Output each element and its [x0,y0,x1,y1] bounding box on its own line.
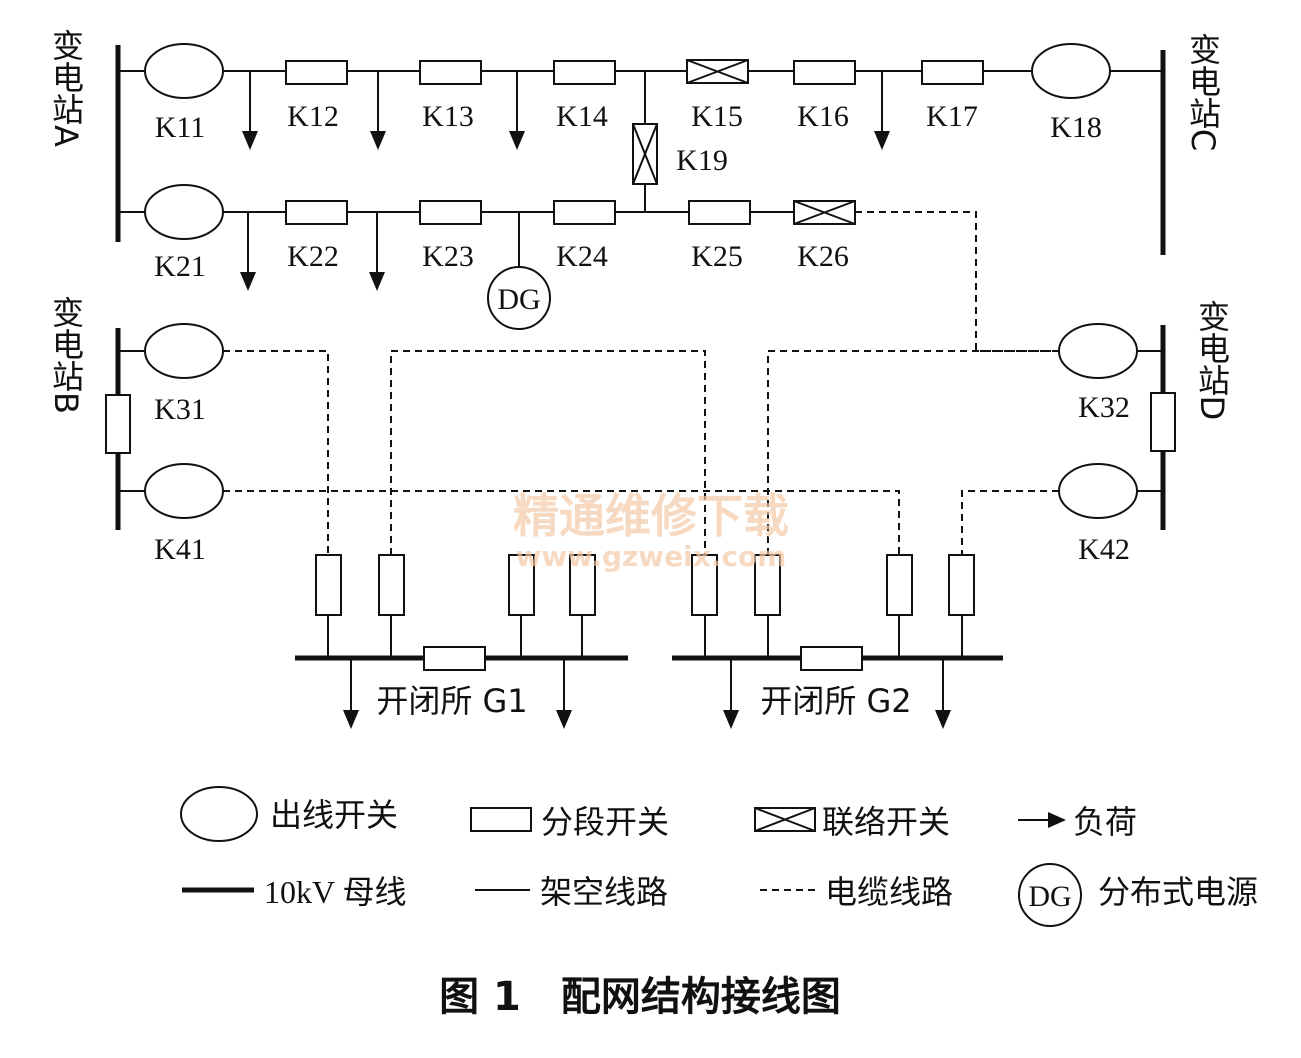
load-arrow [723,658,739,729]
station-b-label: 变电站B [47,296,85,414]
load-arrow [242,71,258,150]
g2-feeder-switch-4[interactable] [948,554,975,616]
k13-section-switch[interactable] [419,60,482,85]
label-k25: K25 [691,240,743,273]
switch-labels: K11 K12 K13 K14 K15 K16 K17 K18 K19 K21 … [154,100,1130,566]
k11-outgoing-switch[interactable] [144,43,224,99]
label-k15: K15 [691,100,743,133]
label-k31: K31 [154,393,206,426]
g2-label: 开闭所 G2 [760,682,911,720]
legend-bus-label: 10kV 母线 [264,874,407,910]
legend-tie-switch-label: 联络开关 [822,803,950,841]
station-d-bus-section-switch[interactable] [1150,392,1176,452]
k15-tie-switch[interactable] [686,59,749,84]
label-k42: K42 [1078,533,1130,566]
label-k11: K11 [155,111,206,144]
legend-dg-symbol-text: DG [1028,880,1071,913]
k25-section-switch[interactable] [688,200,751,225]
load-arrow [509,71,525,150]
legend-distributed-source-label: 分布式电源 [1098,873,1258,911]
station-a-label: 变电站A [47,29,85,147]
k16-section-switch[interactable] [793,60,856,85]
label-k23: K23 [422,240,474,273]
legend-outgoing-switch-label: 出线开关 [270,796,398,834]
g2-feeders [691,554,975,671]
figure-caption: 图 1 配网结构接线图 [439,974,841,1020]
load-arrow [935,658,951,729]
label-k32: K32 [1078,391,1130,424]
legend-tie-switch-symbol [754,807,816,832]
legend-section-switch-symbol [470,807,532,832]
legend-overhead-line-label: 架空线路 [540,873,668,911]
k31-outgoing-switch[interactable] [144,323,224,379]
k21-outgoing-switch[interactable] [144,184,224,240]
station-b-bus-section-switch[interactable] [105,394,131,454]
load-arrow [369,212,385,291]
g2-feeder-switch-2[interactable] [754,554,781,616]
legend-load-label: 负荷 [1073,803,1137,841]
legend-cable-line-label: 电缆线路 [825,873,953,911]
cable-k26-to-k32 [855,211,1059,352]
label-k16: K16 [797,100,849,133]
k17-section-switch[interactable] [921,60,984,85]
k22-section-switch[interactable] [285,200,348,225]
k26-tie-switch[interactable] [793,200,856,225]
g2-feeder-switch-3[interactable] [886,554,913,616]
g2-feeder-switch-1[interactable] [691,554,718,616]
watermark-title: 精通维修下载 [513,489,789,543]
g1-feeder-switch-2[interactable] [378,554,405,616]
dg-symbol [487,266,551,330]
dg-label: DG [497,283,540,316]
load-arrow [240,212,256,291]
k18-outgoing-switch[interactable] [1031,43,1111,99]
label-k19: K19 [676,144,728,177]
label-k14: K14 [556,100,608,133]
label-k22: K22 [287,240,339,273]
k42-outgoing-switch[interactable] [1058,463,1138,519]
legend-dg-symbol [1018,863,1082,927]
cable-g1-to-g2-a [390,350,706,567]
g1-bus-section-switch[interactable] [423,646,486,671]
legend: 出线开关 分段开关 联络开关 负荷 10kV 母线 架空线路 电缆线路 DG 分… [180,786,1258,927]
label-k41: K41 [154,533,206,566]
k12-section-switch[interactable] [285,60,348,85]
cable-k42-to-g2 [961,490,1059,555]
g1-feeder-switch-1[interactable] [315,554,342,616]
label-k17: K17 [926,100,978,133]
load-arrow [874,71,890,150]
load-arrow [370,71,386,150]
g1-feeder-switch-4[interactable] [569,554,596,616]
k19-tie-switch[interactable] [632,123,658,185]
load-arrow [343,658,359,729]
k24-section-switch[interactable] [553,200,616,225]
k32-outgoing-switch[interactable] [1058,323,1138,379]
g1-feeders [315,554,596,671]
legend-load-arrow-icon [1018,812,1066,828]
k41-outgoing-switch[interactable] [144,463,224,519]
station-d-label: 变电站D [1193,300,1231,421]
g1-label: 开闭所 G1 [376,682,527,720]
load-arrow [556,658,572,729]
label-k18: K18 [1050,111,1102,144]
g2-bus-section-switch[interactable] [800,646,863,671]
label-k26: K26 [797,240,849,273]
station-c-label: 变电站C [1184,33,1222,151]
label-k12: K12 [287,100,339,133]
k14-section-switch[interactable] [553,60,616,85]
legend-section-switch-label: 分段开关 [541,803,669,841]
cable-k41-to-g2 [223,490,900,555]
cable-k31-to-g1 [223,350,329,555]
legend-outgoing-switch-symbol [180,786,258,842]
label-k21: K21 [154,250,206,283]
k23-section-switch[interactable] [419,200,482,225]
label-k24: K24 [556,240,608,273]
cable-g2-to-d [767,350,1059,555]
watermark-url: www.gzweix.com [516,540,787,573]
label-k13: K13 [422,100,474,133]
load-arrows [240,71,951,729]
